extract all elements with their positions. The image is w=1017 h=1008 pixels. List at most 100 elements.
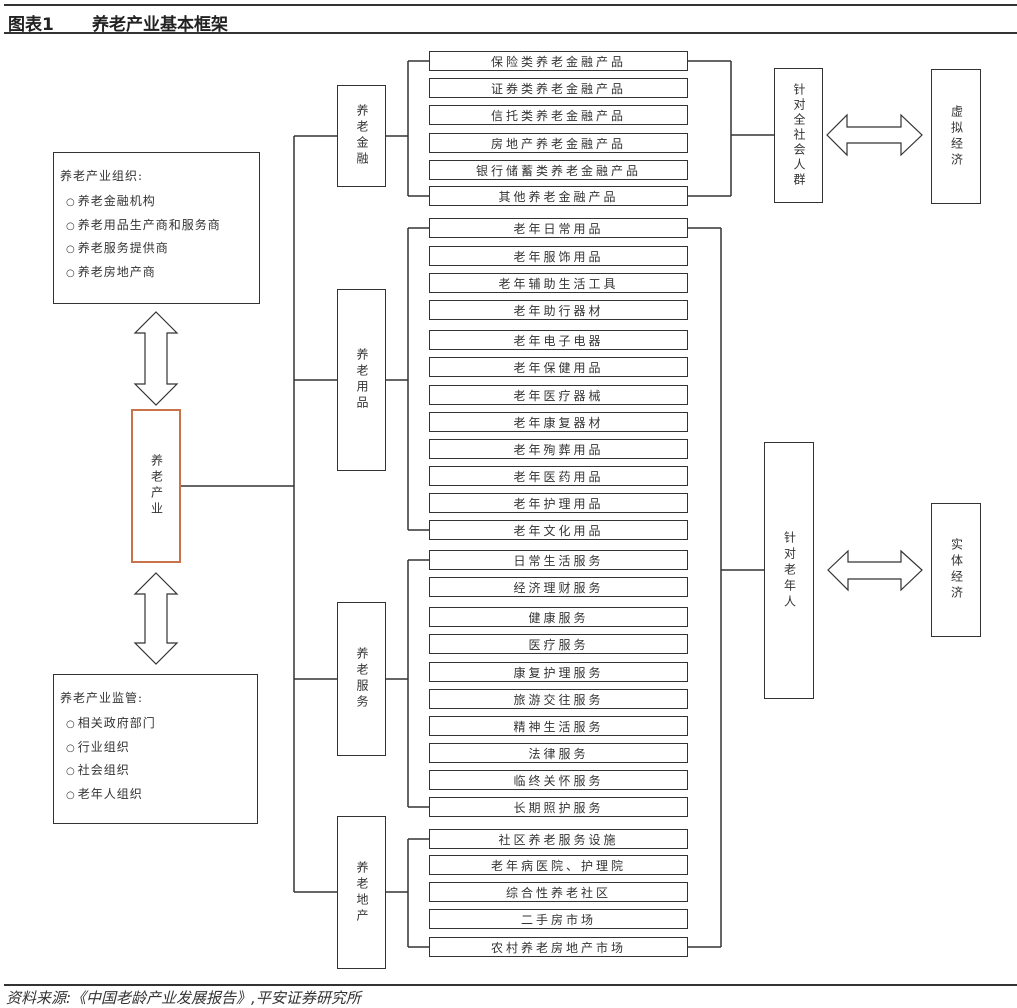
double-arrow-icon — [826, 113, 923, 157]
item-label: 综合性养老社区 — [505, 885, 611, 900]
item-services: 旅游交往服务 — [429, 689, 688, 709]
item-goods: 老年康复器材 — [429, 412, 688, 432]
industry-supervision-box: 养老产业监管: 相关政府部门 行业组织 社会组织 老年人组织 — [53, 674, 258, 824]
supervision-item: 老年人组织 — [66, 785, 251, 809]
item-label: 老年护理用品 — [513, 496, 604, 511]
item-goods: 老年医药用品 — [429, 466, 688, 486]
supervision-item: 社会组织 — [66, 761, 251, 785]
category-label: 养老用品 — [355, 348, 369, 412]
item-label: 社区养老服务设施 — [498, 832, 619, 847]
item-goods: 老年助行器材 — [429, 300, 688, 320]
category-services-box: 养老服务 — [337, 602, 386, 756]
item-label: 信托类养老金融产品 — [490, 108, 626, 123]
item-label: 二手房市场 — [520, 912, 596, 927]
item-label: 保险类养老金融产品 — [490, 54, 626, 69]
item-finance: 房地产养老金融产品 — [429, 133, 688, 153]
item-goods: 老年保健用品 — [429, 357, 688, 377]
organization-title: 养老产业组织: — [60, 169, 144, 183]
item-label: 老年文化用品 — [513, 523, 604, 538]
item-label: 医疗服务 — [528, 637, 589, 652]
item-label: 其他养老金融产品 — [498, 189, 619, 204]
center-label: 养老产业 — [149, 454, 164, 518]
industry-organization-box: 养老产业组织: 养老金融机构 养老用品生产商和服务商 养老服务提供商 养老房地产… — [53, 152, 260, 304]
item-goods: 老年电子电器 — [429, 330, 688, 350]
item-goods: 老年文化用品 — [429, 520, 688, 540]
organization-item: 养老服务提供商 — [66, 239, 253, 263]
item-realestate: 二手房市场 — [429, 909, 688, 929]
category-label: 养老地产 — [355, 860, 369, 925]
item-label: 经济理财服务 — [513, 580, 604, 595]
item-goods: 老年辅助生活工具 — [429, 273, 688, 293]
supervision-item: 相关政府部门 — [66, 714, 251, 738]
item-label: 老年服饰用品 — [513, 249, 604, 264]
double-arrow-icon — [133, 311, 179, 406]
category-goods-box: 养老用品 — [337, 289, 386, 471]
item-services: 长期照护服务 — [429, 797, 688, 817]
category-realestate-box: 养老地产 — [337, 816, 386, 969]
item-services: 医疗服务 — [429, 634, 688, 654]
category-finance-box: 养老金融 — [337, 85, 386, 187]
item-label: 证券类养老金融产品 — [490, 81, 626, 96]
item-label: 健康服务 — [528, 610, 589, 625]
figure-number: 图表1 — [8, 15, 54, 35]
target-label: 针对全社会人群 — [792, 83, 806, 188]
header-rule-bottom — [4, 32, 1017, 34]
item-label: 临终关怀服务 — [513, 773, 604, 788]
item-finance: 其他养老金融产品 — [429, 186, 688, 206]
item-label: 老年殉葬用品 — [513, 442, 604, 457]
item-services: 康复护理服务 — [429, 662, 688, 682]
figure-title-text: 养老产业基本框架 — [92, 15, 228, 35]
item-label: 法律服务 — [528, 746, 589, 761]
item-realestate: 老年病医院、护理院 — [429, 855, 688, 875]
item-finance: 银行储蓄类养老金融产品 — [429, 160, 688, 180]
item-services: 法律服务 — [429, 743, 688, 763]
figure-title: 图表1 养老产业基本框架 — [8, 10, 228, 35]
item-goods: 老年护理用品 — [429, 493, 688, 513]
double-arrow-icon — [827, 549, 923, 592]
double-arrow-icon — [133, 572, 179, 665]
target-all-society-box: 针对全社会人群 — [774, 68, 823, 203]
item-realestate: 农村养老房地产市场 — [429, 937, 688, 957]
organization-item: 养老房地产商 — [66, 263, 253, 287]
organization-item: 养老用品生产商和服务商 — [66, 216, 253, 240]
supervision-title: 养老产业监管: — [60, 691, 144, 705]
item-label: 老年助行器材 — [513, 303, 604, 318]
item-label: 银行储蓄类养老金融产品 — [475, 163, 641, 178]
category-label: 养老服务 — [355, 647, 369, 711]
item-label: 老年电子电器 — [513, 333, 604, 348]
organization-item: 养老金融机构 — [66, 192, 253, 216]
footer-rule — [4, 984, 1017, 986]
item-services: 精神生活服务 — [429, 716, 688, 736]
item-goods: 老年服饰用品 — [429, 246, 688, 266]
item-label: 老年保健用品 — [513, 360, 604, 375]
item-label: 精神生活服务 — [513, 719, 604, 734]
item-label: 老年日常用品 — [513, 221, 604, 236]
item-label: 农村养老房地产市场 — [490, 940, 626, 955]
target-label: 针对老年人 — [782, 530, 797, 611]
item-label: 旅游交往服务 — [513, 692, 604, 707]
item-realestate: 社区养老服务设施 — [429, 829, 688, 849]
item-services: 日常生活服务 — [429, 550, 688, 570]
item-goods: 老年医疗器械 — [429, 385, 688, 405]
category-label: 养老金融 — [355, 104, 369, 168]
item-services: 经济理财服务 — [429, 577, 688, 597]
item-goods: 老年殉葬用品 — [429, 439, 688, 459]
item-services: 健康服务 — [429, 607, 688, 627]
item-realestate: 综合性养老社区 — [429, 882, 688, 902]
item-label: 老年医疗器械 — [513, 388, 604, 403]
item-label: 长期照护服务 — [513, 800, 604, 815]
header-rule-top — [4, 4, 1017, 6]
item-finance: 保险类养老金融产品 — [429, 51, 688, 71]
item-label: 老年辅助生活工具 — [498, 276, 619, 291]
economy-label: 实体经济 — [949, 538, 964, 602]
item-label: 老年康复器材 — [513, 415, 604, 430]
item-label: 老年医药用品 — [513, 469, 604, 484]
item-goods: 老年日常用品 — [429, 218, 688, 238]
real-economy-box: 实体经济 — [931, 503, 981, 637]
target-elderly-box: 针对老年人 — [764, 442, 814, 699]
economy-label: 虚拟经济 — [949, 104, 964, 169]
item-label: 老年病医院、护理院 — [490, 858, 626, 873]
item-services: 临终关怀服务 — [429, 770, 688, 790]
supervision-item: 行业组织 — [66, 738, 251, 762]
virtual-economy-box: 虚拟经济 — [931, 69, 981, 204]
